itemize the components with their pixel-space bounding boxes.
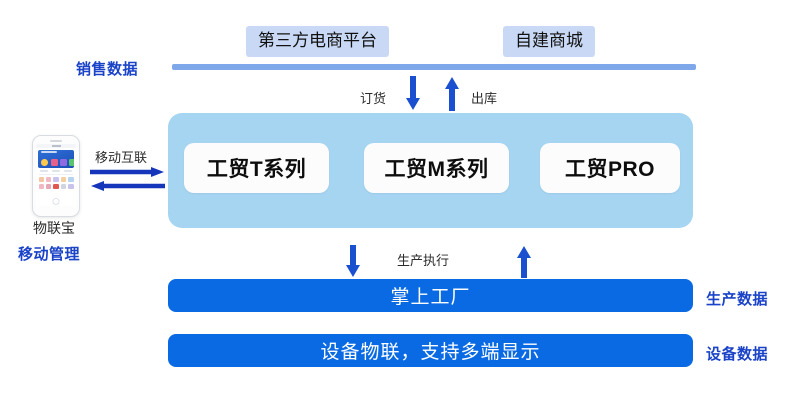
arrow-down-order-icon: [406, 76, 420, 110]
channel-chip-self-built-mall: 自建商城: [503, 26, 595, 58]
phone-screen: [36, 144, 76, 206]
mobile-link-label: 移动互联: [95, 150, 148, 165]
sales-data-divider-rule: [172, 64, 696, 70]
phone-app-grid: [36, 176, 76, 189]
production-exec-label: 生产执行: [397, 253, 450, 268]
arrow-up-production-feedback-icon: [517, 246, 531, 278]
flow-label-outbound: 出库: [471, 91, 498, 106]
phone-section-divider: [39, 173, 73, 175]
arrow-up-outbound-icon: [445, 77, 459, 111]
phone-app-banner: [38, 149, 74, 168]
phone-status-bar: [36, 144, 76, 148]
channel-chip-third-party-ecommerce: 第三方电商平台: [246, 26, 389, 58]
product-box-gongmao-m-series[interactable]: 工贸M系列: [364, 143, 509, 193]
production-bar-smart-factory[interactable]: 掌上工厂: [168, 279, 693, 312]
product-box-gongmao-t-series[interactable]: 工贸T系列: [184, 143, 329, 193]
device-bar-iot-multi-terminal[interactable]: 设备物联，支持多端显示: [168, 334, 693, 367]
mobile-management-label: 移动管理: [18, 246, 81, 263]
product-suite-panel: 工贸T系列 工贸M系列 工贸PRO: [168, 113, 693, 228]
mobile-device-label: 物联宝: [33, 220, 75, 236]
device-data-label: 设备数据: [706, 346, 769, 363]
flow-label-order: 订货: [360, 91, 387, 106]
arrow-down-production-exec-icon: [346, 245, 360, 277]
production-data-label: 生产数据: [706, 291, 769, 308]
phone-meta-row: [36, 168, 76, 173]
phone-home-button-icon: [52, 197, 60, 205]
phone-speaker-icon: [50, 140, 62, 142]
mobile-device-illustration: [32, 135, 80, 217]
product-box-gongmao-pro[interactable]: 工贸PRO: [540, 143, 680, 193]
sales-data-label: 销售数据: [76, 61, 139, 78]
arrow-bidirectional-mobile-link-icon: [90, 167, 165, 191]
